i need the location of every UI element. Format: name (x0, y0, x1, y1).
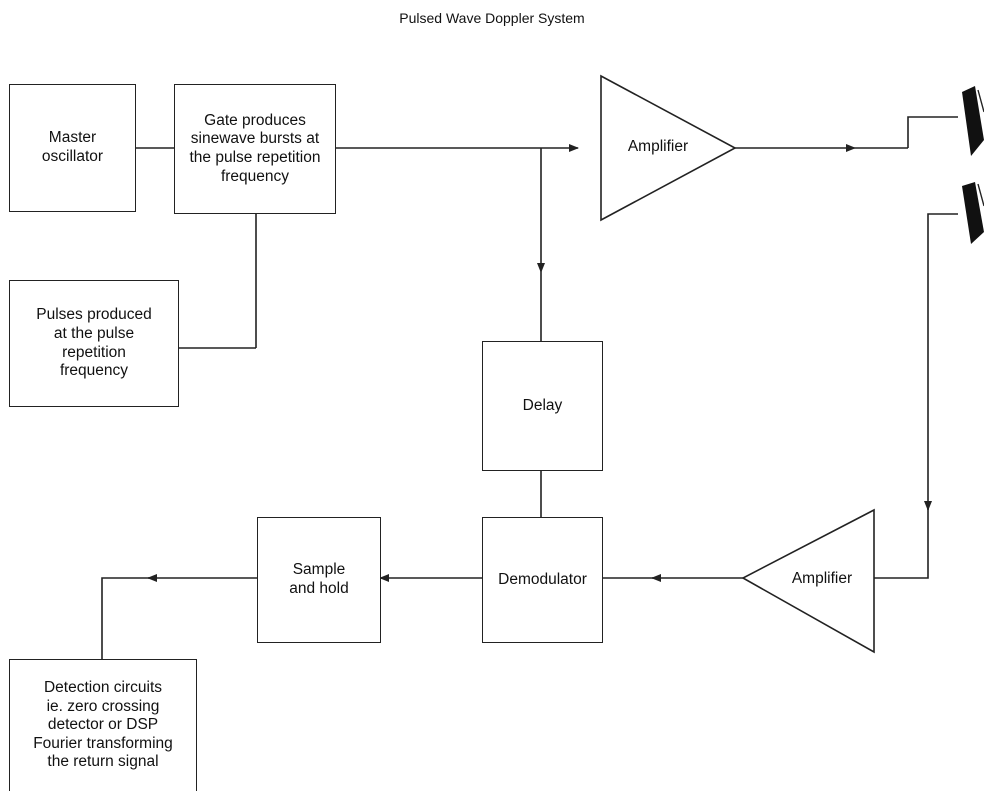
sample-hold-label: Sample and hold (289, 561, 349, 597)
pulses-block: Pulses produced at the pulse repetition … (9, 280, 179, 407)
sample-hold-block: Sample and hold (257, 517, 381, 643)
gate-block: Gate produces sinewave bursts at the pul… (174, 84, 336, 214)
pulses-label: Pulses produced at the pulse repetition … (36, 306, 152, 380)
connector-rx-to-amp (874, 505, 929, 579)
connector-to-tx-crystal (907, 116, 958, 148)
transducer-icon (962, 86, 984, 244)
detection-block: Detection circuits ie. zero crossing det… (9, 659, 197, 791)
gate-label: Gate produces sinewave bursts at the pul… (189, 111, 321, 185)
master-oscillator-label: Master oscillator (41, 129, 104, 165)
diagram-title: Pulsed Wave Doppler System (399, 10, 585, 26)
delay-block: Delay (482, 341, 603, 471)
demodulator-label: Demodulator (498, 570, 587, 588)
master-oscillator-block: Master oscillator (9, 84, 136, 212)
transmit-amplifier-triangle (600, 74, 737, 222)
detection-label: Detection circuits ie. zero crossing det… (33, 679, 173, 771)
receive-amplifier-triangle (741, 508, 875, 654)
transmit-amplifier-label: Amplifier (627, 138, 689, 155)
connector-rx-crystal (924, 213, 958, 511)
receive-amplifier-label: Amplifier (791, 570, 853, 587)
demodulator-block: Demodulator (482, 517, 603, 643)
delay-label: Delay (522, 396, 563, 414)
connector-to-detection (101, 577, 152, 660)
